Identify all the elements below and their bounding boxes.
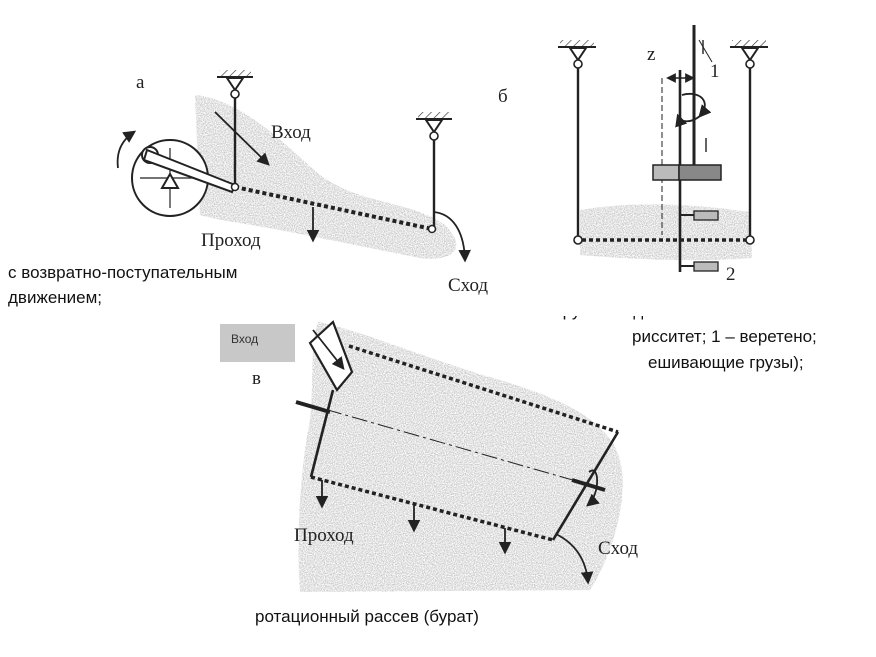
panel-a-caption-line2: движением; [8,288,102,307]
panel-v-underflow-label: Проход [294,525,354,546]
panel-a-sieve [230,182,437,234]
panel-a-overflow-arrow [433,211,471,263]
panel-a-inlet-label: Вход [271,122,311,143]
panel-a-inlet-arrow [214,111,270,166]
panel-v-inlet-box-label: Вход [231,332,258,346]
panel-a-right-ceiling-mount [416,112,452,228]
panel-b-caption-line2: рисситет; 1 – веретено; [632,327,817,346]
panel-a-left-ceiling-mount [217,70,253,186]
panel-v-hopper [308,320,354,392]
panel-a-underflow-label: Проход [201,230,261,251]
panel-b-left-ceiling-mount [558,40,596,245]
panel-b-label-z: z [647,44,655,65]
panel-b: б z 1 2 с круговым движением рисситет; 1… [498,25,820,372]
panel-b-right-ceiling-mount [730,40,768,245]
panel-b-label-2: 2 [726,264,736,285]
panel-a: а Вход Проход Сход с возвратно-поступате… [8,70,488,307]
panel-v-overflow-arrow [555,533,594,585]
panel-v-letter: в [252,368,261,389]
panel-v-inlet-box: Вход [220,324,295,362]
panel-v: Вход в Проход Сход ротационный рассев (б… [220,320,638,626]
panel-b-letter: б [498,86,508,107]
panel-v-material-bed [298,322,623,592]
panel-b-caption-line3: ешивающие грузы); [648,353,804,372]
panel-a-eccentric-drive [116,130,237,217]
panel-v-caption: ротационный рассев (бурат) [255,607,479,626]
panel-a-material-bed [195,95,457,259]
panel-v-overflow-label: Сход [598,538,638,559]
panel-v-drum [295,344,620,542]
panel-b-spindle [652,25,722,272]
panel-b-label-1: 1 [710,61,720,82]
panel-a-overflow-label: Сход [448,275,488,296]
panel-a-caption-line1: с возвратно-поступательным [8,263,237,282]
panel-a-letter: а [136,72,145,93]
panel-b-material-bed [580,204,752,261]
